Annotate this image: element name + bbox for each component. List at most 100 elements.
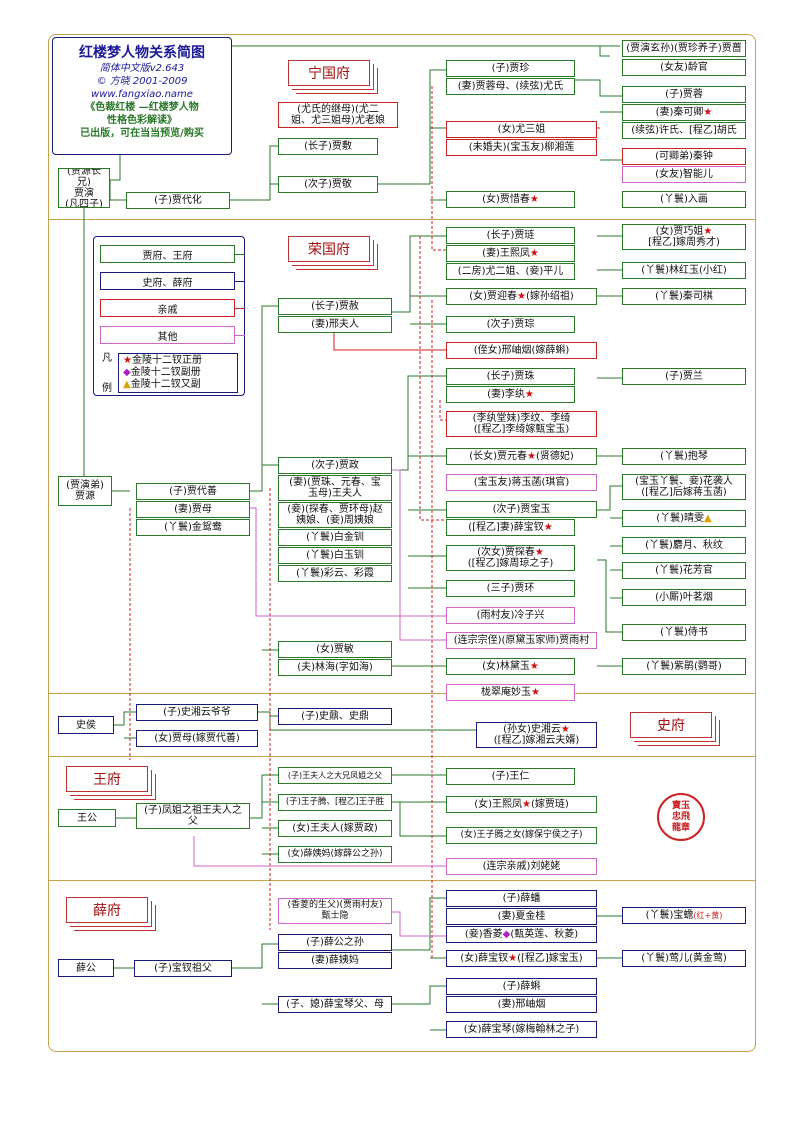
person-zi-juan[interactable]: (丫鬟)紫鹃(鹦哥) — [622, 658, 746, 675]
person-shi-shu[interactable]: (丫鬟)侍书 — [622, 624, 746, 641]
person-qing-wen[interactable]: (丫鬟)晴雯▲ — [622, 510, 746, 527]
person-xing-furen[interactable]: (妻)邢夫人 — [278, 316, 392, 333]
person-hua-xiren[interactable]: (宝玉丫鬟、妾)花袭人 ([程乙]后嫁蒋玉菡) — [622, 474, 746, 500]
person-zhen-shiyin[interactable]: (香菱的生父)(贾雨村友) 甄士隐 — [278, 898, 392, 924]
person-xiang-ling[interactable]: (妾)香菱◆(甄英莲、秋菱) — [446, 926, 597, 943]
person-you-sanjie[interactable]: (女)尤三姐 — [446, 121, 597, 138]
person-jia-lan[interactable]: (子)贾兰 — [622, 368, 746, 385]
person-jia-huan[interactable]: (三子)贾环 — [446, 580, 575, 597]
person-you-laoniang[interactable]: (尤氏的继母)(尤二 姐、尤三姐母)尤老娘 — [278, 102, 398, 128]
person-ye-mingyan[interactable]: (小厮)叶茗烟 — [622, 589, 746, 606]
website-link[interactable]: www.fangxiao.name — [91, 89, 193, 100]
person-jia-lian[interactable]: (长子)贾琏 — [446, 227, 575, 244]
person-bao-chan[interactable]: (丫鬟)宝蟾(红+黄) — [622, 907, 746, 924]
person-qin-keqing[interactable]: (妻)秦可卿★ — [622, 104, 746, 121]
person-xue-yima[interactable]: (女)薛姨妈(嫁薛公之孙) — [278, 846, 392, 863]
person-liu-laolao[interactable]: (连宗亲戚)刘姥姥 — [446, 858, 597, 875]
person-jia-qiang[interactable]: (贾演玄孙)(贾珍养子)贾蔷 — [622, 40, 746, 57]
person-jia-yuan[interactable]: (贾演弟) 贾源 — [58, 476, 112, 506]
person-zhao-yiniang[interactable]: (妾)(探春、贾环母)赵 姨娘、(妾)周姨娘 — [278, 502, 392, 528]
person-wang-xifeng-father[interactable]: (子)王夫人之大兄凤姐之父 — [278, 767, 392, 784]
person-jia-fu[interactable]: (长子)贾敷 — [278, 138, 378, 155]
person-shi-grandpa[interactable]: (子)史湘云爷爷 — [136, 704, 258, 721]
person-jia-zhen[interactable]: (子)贾珍 — [446, 60, 575, 77]
person-xue-gong[interactable]: 薛公 — [58, 959, 114, 977]
person-bai-yuchuan[interactable]: (丫鬟)白玉钏 — [278, 547, 392, 564]
person-jia-zhu[interactable]: (长子)贾珠 — [446, 368, 575, 385]
person-xue-ke[interactable]: (子)薛蝌 — [446, 978, 597, 995]
person-li-wan[interactable]: (妻)李纨★ — [446, 386, 575, 403]
published-note: 已出版，可在当当预览/购买 — [80, 128, 204, 139]
person-wang-ancestor[interactable]: (子)凤姐之祖王夫人之 父 — [136, 803, 250, 829]
person-ling-guan[interactable]: (女友)龄官 — [622, 59, 746, 76]
person-xue-pan[interactable]: (子)薛蟠 — [446, 890, 597, 907]
person-hua-fangguan[interactable]: (丫鬟)花芳官 — [622, 562, 746, 579]
person-lin-hongyu[interactable]: (丫鬟)林红玉(小红) — [622, 262, 746, 279]
person-jia-daihua[interactable]: (子)贾代化 — [126, 192, 230, 209]
person-caiyun[interactable]: (丫鬟)彩云、彩霞 — [278, 565, 392, 582]
person-xue-grandson[interactable]: (子)薛公之孙 — [278, 934, 392, 951]
person-wang-xifeng-2[interactable]: (女)王熙凤★(嫁贾琏) — [446, 796, 597, 813]
person-jia-cong[interactable]: (次子)贾琮 — [446, 316, 575, 333]
person-jiang-yuhan[interactable]: (宝玉友)蒋玉菡(琪官) — [446, 474, 597, 491]
person-wang-ziteng[interactable]: (子)王子腾、[程乙]王子胜 — [278, 794, 392, 811]
person-jia-yingchun[interactable]: (女)贾迎春★(嫁孙绍祖) — [446, 288, 597, 305]
person-wang-ren[interactable]: (子)王仁 — [446, 768, 575, 785]
person-bao-qin[interactable]: (丫鬟)抱琴 — [622, 448, 746, 465]
person-shi-hou[interactable]: 史侯 — [58, 716, 114, 734]
person-xia-jingui[interactable]: (妻)夏金桂 — [446, 908, 597, 925]
edition-label: 简体中文版v2.643 — [99, 63, 185, 74]
person-yuanyang[interactable]: (丫鬟)金鸳鸯 — [136, 519, 250, 536]
person-jia-qiaojie[interactable]: (女)贾巧姐★[程乙]嫁周秀才) — [622, 224, 746, 250]
person-zhi-neng[interactable]: (女友)智能儿 — [622, 166, 746, 183]
person-ru-hua[interactable]: (丫鬟)入画 — [622, 191, 746, 208]
person-qin-zhong[interactable]: (可卿弟)秦钟 — [622, 148, 746, 165]
person-jia-min[interactable]: (女)贾敏 — [278, 641, 392, 658]
person-jia-tanchun[interactable]: (次女)贾探春★([程乙]嫁周琼之子) — [446, 545, 575, 571]
person-you-shi[interactable]: (妻)贾蓉母、(续弦)尤氏 — [446, 78, 575, 95]
person-miao-yu[interactable]: 栊翠庵妙玉★ — [446, 684, 575, 701]
person-jia-zheng[interactable]: (次子)贾政 — [278, 457, 392, 474]
person-si-qi[interactable]: (丫鬟)秦司棋 — [622, 288, 746, 305]
person-leng-zixing[interactable]: (雨村友)冷子兴 — [446, 607, 575, 624]
person-jia-daishan[interactable]: (子)贾代善 — [136, 483, 250, 500]
person-xue-baoqin[interactable]: (女)薛宝琴(嫁梅翰林之子) — [446, 1021, 597, 1038]
person-lin-ruhai[interactable]: (夫)林海(字如海) — [278, 659, 392, 676]
person-xing-xiuyan-2[interactable]: (妻)邢岫烟 — [446, 996, 597, 1013]
person-bai-jinchuan[interactable]: (丫鬟)白金钏 — [278, 529, 392, 546]
person-li-wen[interactable]: (李纨堂妹)李纹、李绮 ([程乙]李绮嫁甄宝玉) — [446, 411, 597, 437]
person-you-erjie[interactable]: (二房)尤二姐、(妾)平儿 — [446, 263, 575, 280]
person-xue-baoqin-parents[interactable]: (子、媳)薛宝琴父、母 — [278, 996, 392, 1013]
person-jia-baoyu[interactable]: (次子)贾宝玉 — [446, 501, 597, 518]
person-lin-daiyu[interactable]: (女)林黛玉★ — [446, 658, 575, 675]
person-huang-ying[interactable]: (丫鬟)莺儿(黄金莺) — [622, 950, 746, 967]
person-jia-yan[interactable]: (贾源长兄) 贾演 (凡四子) — [58, 168, 110, 208]
section-title-wangfu: 王府 — [66, 766, 148, 792]
person-xue-yima-2[interactable]: (妻)薛姨妈 — [278, 952, 392, 969]
person-jia-mu[interactable]: (妻)贾母 — [136, 501, 250, 518]
person-jia-rong[interactable]: (子)贾蓉 — [622, 86, 746, 103]
person-xue-baochai[interactable]: (女)薛宝钗★([程乙]嫁宝玉) — [446, 950, 597, 967]
person-xu-shi[interactable]: (续弦)许氏、[程乙]胡氏 — [622, 122, 746, 139]
person-shi-jiamu[interactable]: (女)贾母(嫁贾代善) — [136, 730, 258, 747]
person-wang-ziteng-daughter[interactable]: (女)王子腾之女(嫁保宁侯之子) — [446, 827, 597, 844]
person-xue-baochai-grandpa[interactable]: (子)宝钗祖父 — [134, 960, 232, 977]
person-wang-furen-2[interactable]: (女)王夫人(嫁贾政) — [278, 820, 392, 837]
person-liu-xianglian[interactable]: (未婚夫)(宝玉友)柳湘莲 — [446, 139, 597, 156]
person-shi-xiangyun[interactable]: (孙女)史湘云★([程乙]嫁湘云夫婿) — [476, 722, 597, 748]
person-wang-xifeng[interactable]: (妻)王熙凤★ — [446, 245, 575, 262]
person-wang-gong[interactable]: 王公 — [58, 809, 116, 827]
person-shi-nai[interactable]: (子)史鼐、史鼎 — [278, 708, 392, 725]
person-she-yue[interactable]: (丫鬟)麝月、秋纹 — [622, 537, 746, 554]
person-xing-xiuyan[interactable]: (侄女)邢岫烟(嫁薛蝌) — [446, 342, 597, 359]
person-jia-jing[interactable]: (次子)贾敬 — [278, 176, 378, 193]
person-xue-baochai-wife[interactable]: ([程乙]妻)薛宝钗★ — [446, 519, 575, 536]
person-wang-furen[interactable]: (妻)(贾珠、元春、宝 玉母)王夫人 — [278, 475, 392, 501]
legend-mark2-label: 金陵十二钗副册 — [130, 367, 201, 378]
section-title-xuefu: 薛府 — [66, 897, 148, 923]
person-jia-yuanchun[interactable]: (长女)贾元春★(贤德妃) — [446, 448, 597, 465]
person-jia-xichun[interactable]: (女)贾惜春★ — [446, 191, 575, 208]
person-jia-yucun[interactable]: (连宗宗侄)(原黛玉家师)贾雨村 — [446, 632, 597, 649]
divider-ning-rong — [48, 219, 755, 220]
person-jia-she[interactable]: (长子)贾赦 — [278, 298, 392, 315]
